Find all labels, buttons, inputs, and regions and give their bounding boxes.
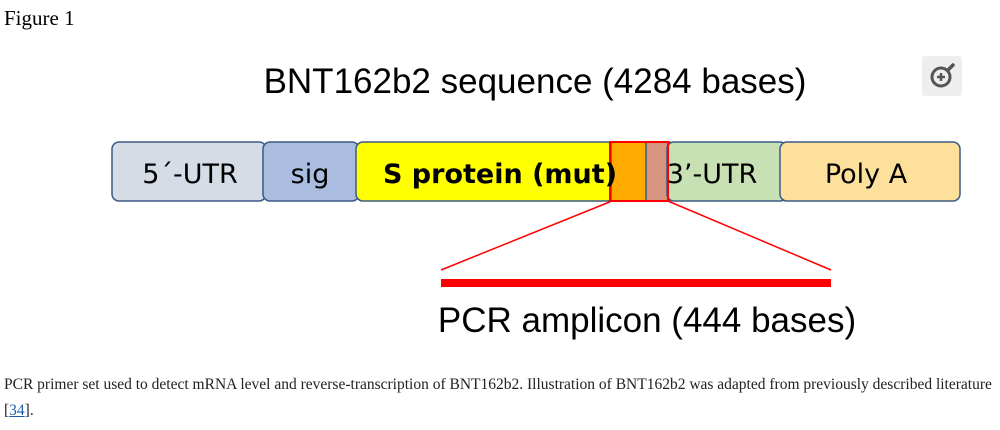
amplicon-connector-left (440, 200, 613, 271)
reference-link[interactable]: 34 (9, 402, 25, 419)
caption-end: ]. (24, 402, 34, 419)
segment-label-poly-a: Poly A (825, 159, 908, 190)
segment-label-s-protein: S protein (mut) (383, 159, 617, 190)
diagram-title: BNT162b2 sequence (4284 bases) (264, 62, 807, 101)
amplicon-connector-right (667, 200, 832, 271)
sequence-diagram: BNT162b2 sequence (4284 bases) 5´-UTR si… (111, 62, 961, 340)
figure-caption: PCR primer set used to detect mRNA level… (4, 372, 998, 424)
amplicon-highlight-box (609, 141, 669, 202)
amplicon-label: PCR amplicon (444 bases) (438, 301, 856, 340)
segment-label-sig: sig (291, 159, 330, 190)
caption-text: PCR primer set used to detect mRNA level… (4, 376, 992, 419)
segment-poly-a (779, 141, 961, 202)
figure-label: Figure 1 (4, 6, 75, 30)
zoom-in-icon (930, 63, 955, 88)
segment-label-3-utr: 3’-UTR (667, 159, 758, 190)
segment-s-protein-end (610, 141, 650, 202)
amplicon-bar (441, 279, 831, 287)
zoom-button[interactable] (922, 56, 962, 96)
segment-label-5-utr: 5´-UTR (142, 159, 237, 190)
